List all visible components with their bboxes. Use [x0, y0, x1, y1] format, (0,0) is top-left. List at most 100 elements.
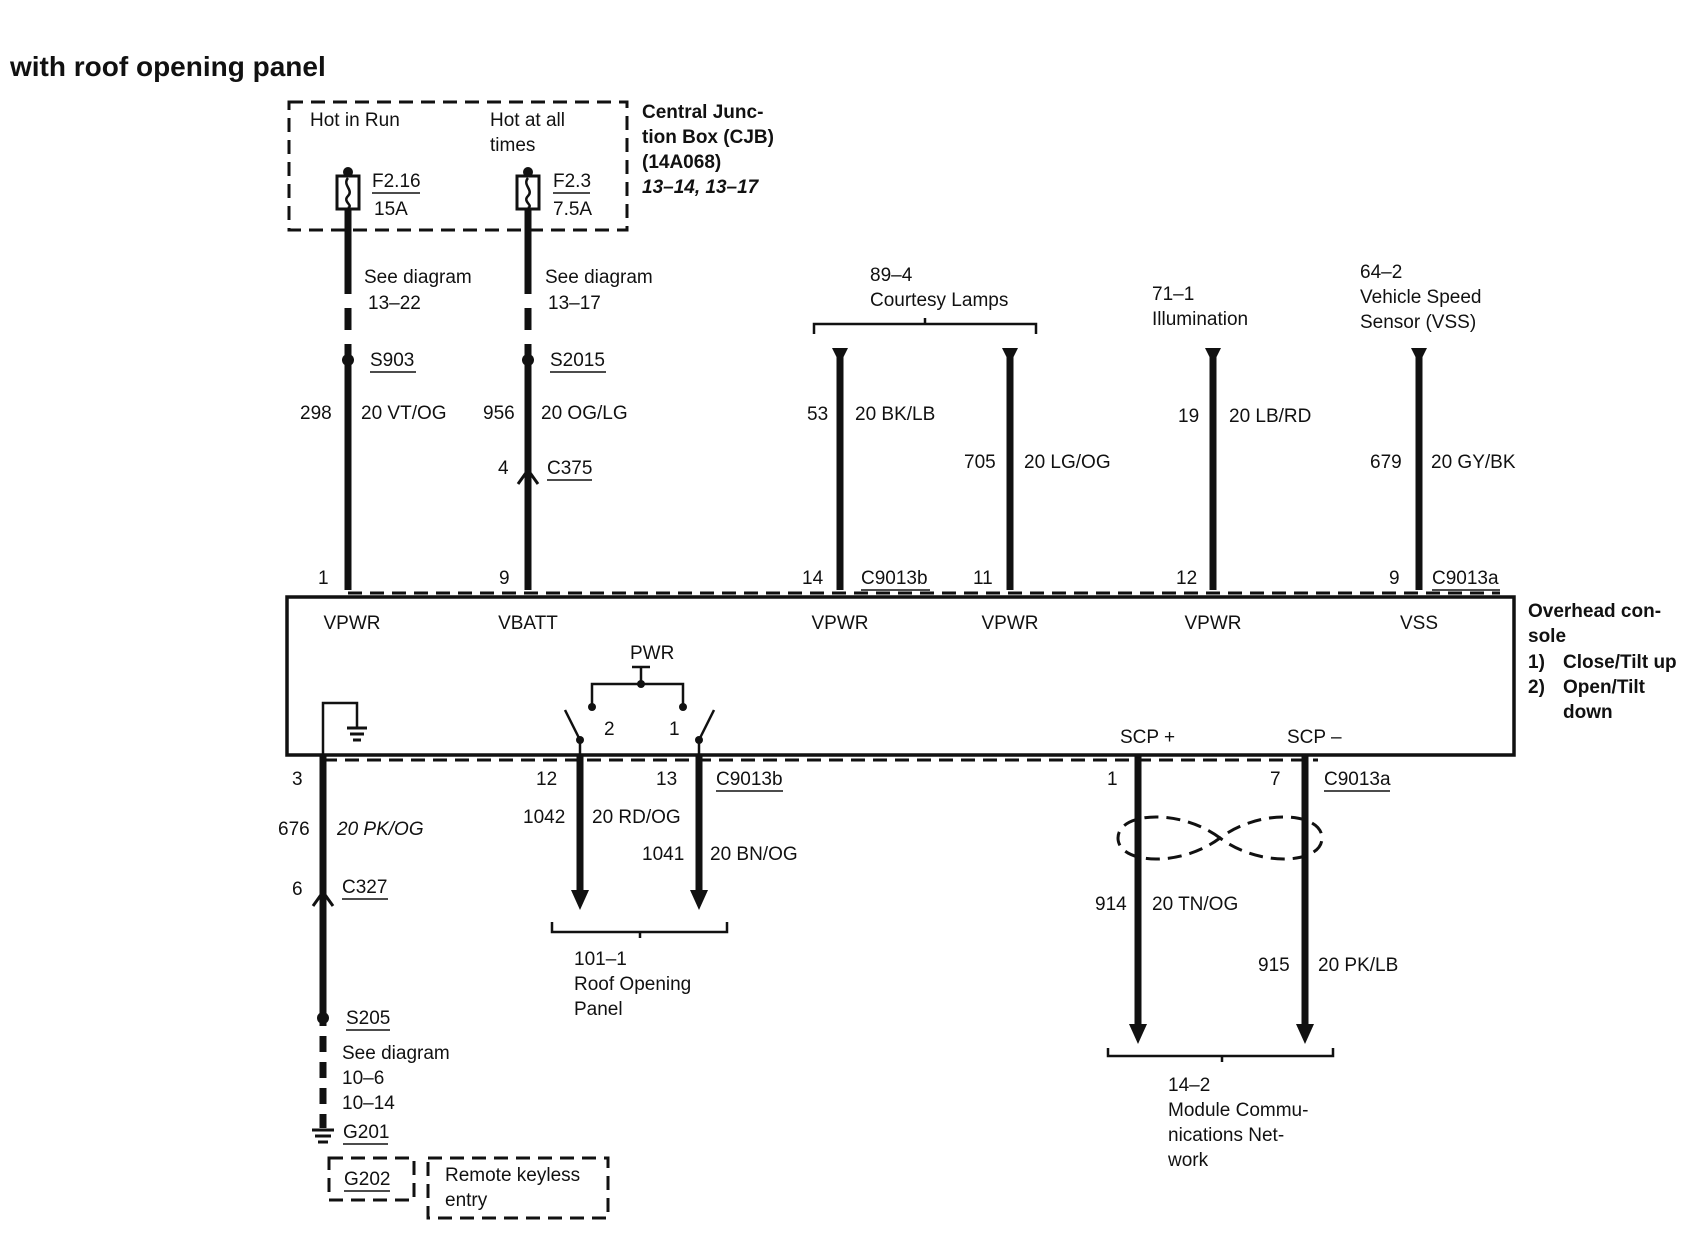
- console-label-vbatt: VBATT: [498, 613, 558, 634]
- diagram-title: with roof opening panel: [9, 51, 326, 82]
- wire-1042-circuit: 1042: [523, 807, 565, 828]
- wire-676-circuit: 676: [278, 819, 310, 840]
- wire-19: 71–1 Illumination 19 20 LB/RD 12: [1152, 284, 1311, 590]
- pwr-label: PWR: [630, 643, 674, 664]
- cjb-refs: 13–14, 13–17: [642, 177, 760, 198]
- wire-298: See diagram 13–22 S903 298 20 VT/OG 1: [300, 209, 472, 590]
- splice-s2015-dot: [522, 354, 534, 366]
- wire-679-pin: 9: [1389, 568, 1400, 589]
- console-label-vpwr-1: VPWR: [324, 613, 381, 634]
- wire-1042: 12 1042 20 RD/OG: [523, 755, 681, 910]
- wire-914: 1 914 20 TN/OG: [1095, 755, 1238, 1044]
- console-label-vss: VSS: [1400, 613, 1438, 634]
- module-communications-network: 14–2 Module Commu- nications Net- work: [1106, 1048, 1335, 1171]
- hot-in-run-label: Hot in Run: [310, 110, 400, 131]
- wire-914-circuit: 914: [1095, 894, 1127, 915]
- courtesy-lamps-label: Courtesy Lamps: [870, 290, 1008, 311]
- central-junction-box: Hot in Run Hot at all times F2.16 15A F2…: [287, 100, 774, 232]
- wire-705-color: 20 LG/OG: [1024, 452, 1111, 473]
- wire-1041-color: 20 BN/OG: [710, 844, 798, 865]
- internal-ground-icon: [321, 701, 367, 755]
- connector-c327: C327: [342, 877, 387, 898]
- courtesy-lamps-ref: 89–4: [870, 265, 913, 286]
- fuse2-amperage: 7.5A: [553, 199, 592, 220]
- wire-679-circuit: 679: [1370, 452, 1402, 473]
- twisted-pair-symbol: [1116, 815, 1324, 861]
- wire-1042-pin: 12: [536, 769, 557, 790]
- wire-679-color: 20 GY/BK: [1431, 452, 1516, 473]
- ground-see-ref-2: 10–14: [342, 1093, 395, 1114]
- console-name-line1: Overhead con-: [1528, 601, 1661, 622]
- remote-keyless-line1: Remote keyless: [445, 1165, 580, 1186]
- console-label-vpwr-3: VPWR: [982, 613, 1039, 634]
- console-name-line2: sole: [1528, 626, 1566, 647]
- wire-298-circuit: 298: [300, 403, 332, 424]
- wire-298-see: See diagram: [364, 267, 472, 288]
- vss-ref: 64–2: [1360, 262, 1402, 283]
- vss-label-line2: Sensor (VSS): [1360, 312, 1476, 333]
- wire-19-color: 20 LB/RD: [1229, 406, 1311, 427]
- ground-g201: G201: [343, 1122, 389, 1143]
- wire-53-circuit: 53: [807, 404, 828, 425]
- wire-19-circuit: 19: [1178, 406, 1199, 427]
- splice-s205: S205: [346, 1008, 390, 1029]
- roof-panel-label-line1: Roof Opening: [574, 974, 691, 995]
- wire-956-color: 20 OG/LG: [541, 403, 628, 424]
- console-label-vpwr-4: VPWR: [1185, 613, 1242, 634]
- connector-c375: C375: [547, 458, 592, 479]
- note-2-text-line1: Open/Tilt: [1563, 677, 1646, 698]
- wire-914-pin: 1: [1107, 769, 1118, 790]
- wire-915-color: 20 PK/LB: [1318, 955, 1398, 976]
- connector-c327-pin: 6: [292, 879, 303, 900]
- wire-298-color: 20 VT/OG: [361, 403, 447, 424]
- fuse1-amperage: 15A: [374, 199, 408, 220]
- wire-1041: 13 C9013b 1041 20 BN/OG: [642, 755, 798, 910]
- ground-g201-icon: [312, 1128, 334, 1144]
- fuse-f2-16: F2.16 15A: [335, 167, 421, 220]
- wire-53-pin: 14: [802, 568, 824, 589]
- console-label-vpwr-2: VPWR: [812, 613, 869, 634]
- splice-s903-dot: [342, 354, 354, 366]
- overhead-console: VPWR VBATT VPWR VPWR VPWR VSS Overhead c…: [285, 595, 1677, 757]
- illumination-ref: 71–1: [1152, 284, 1194, 305]
- wire-705: 705 20 LG/OG 11: [964, 348, 1111, 590]
- connector-c9013b-bottom: C9013b: [716, 769, 783, 790]
- scp-plus-label: SCP +: [1120, 727, 1175, 748]
- remote-keyless-entry-box: [426, 1156, 610, 1220]
- cjb-name-line2: tion Box (CJB): [642, 127, 774, 148]
- wire-298-pin: 1: [318, 568, 329, 589]
- wire-679: 64–2 Vehicle Speed Sensor (VSS) 679 20 G…: [1360, 262, 1516, 591]
- note-2-num: 2): [1528, 677, 1545, 698]
- scp-network-label-line1: Module Commu-: [1168, 1100, 1308, 1121]
- note-1-text: Close/Tilt up: [1563, 652, 1677, 673]
- wire-1042-color: 20 RD/OG: [592, 807, 681, 828]
- connector-c9013b-top: C9013b: [861, 568, 928, 589]
- wire-914-color: 20 TN/OG: [1152, 894, 1238, 915]
- switch-pos-2: 2: [604, 719, 615, 740]
- wire-915-circuit: 915: [1258, 955, 1290, 976]
- scp-network-label-line2: nications Net-: [1168, 1125, 1284, 1146]
- ground-g202-box: [327, 1156, 416, 1202]
- wire-956-pin: 9: [499, 568, 510, 589]
- wire-705-pin: 11: [973, 568, 993, 589]
- ground-see-diagram: See diagram: [342, 1043, 450, 1064]
- wire-676: 3 676 20 PK/OG 6 C327 S205 See diagram 1…: [278, 755, 610, 1220]
- connector-c327-symbol: [311, 889, 335, 907]
- wire-705-circuit: 705: [964, 452, 996, 473]
- wire-956-see-ref: 13–17: [548, 293, 601, 314]
- wire-1041-pin: 13: [656, 769, 677, 790]
- cjb-name-line3: (14A068): [642, 152, 721, 173]
- cjb-name-line1: Central Junc-: [642, 102, 763, 123]
- wire-19-pin: 12: [1176, 568, 1197, 589]
- wire-676-pin: 3: [292, 769, 303, 790]
- illumination-label: Illumination: [1152, 309, 1248, 330]
- cjb-boundary: [287, 100, 629, 232]
- note-2-text-line2: down: [1563, 702, 1613, 723]
- wire-956-circuit: 956: [483, 403, 515, 424]
- ground-see-ref-1: 10–6: [342, 1068, 384, 1089]
- hot-at-all-times-line2: times: [490, 135, 535, 156]
- remote-keyless-line2: entry: [445, 1190, 488, 1211]
- wire-956-see: See diagram: [545, 267, 653, 288]
